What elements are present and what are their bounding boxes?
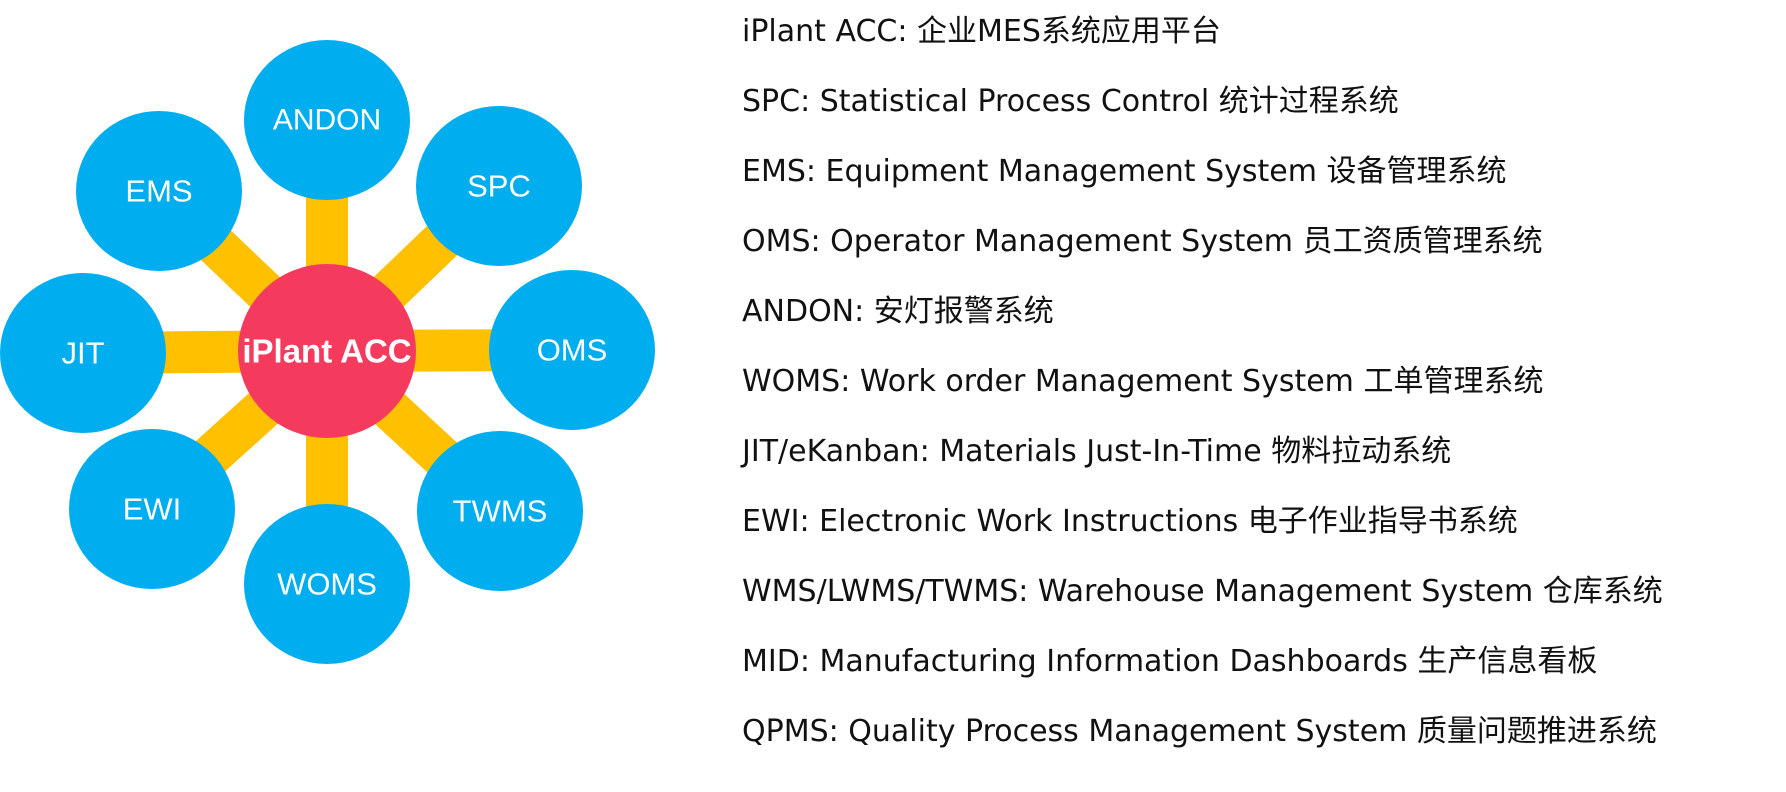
node-ems-label: EMS [125,174,192,209]
node-ems-circle [76,111,242,271]
node-spc-circle [416,106,582,266]
legend-item-oms: OMS: Operator Management System 员工资质管理系统 [742,224,1543,259]
center-node-circle [238,264,416,438]
node-woms: WOMS [244,504,410,664]
node-andon-circle [244,40,410,200]
hub-diagram: ANDON SPC OMS TWMS WOMS EWI JIT EMS iPlant ACC [0,40,655,664]
legend-item-qpms: QPMS: Quality Process Management System … [742,714,1657,749]
node-twms: TWMS [417,431,583,591]
center-node-label: iPlant ACC [242,333,411,370]
legend-item-ewi: EWI: Electronic Work Instructions 电子作业指导… [742,504,1518,539]
legend-item-andon: ANDON: 安灯报警系统 [742,294,1054,329]
node-twms-circle [417,431,583,591]
node-oms: OMS [489,270,655,430]
node-twms-label: TWMS [453,494,548,529]
legend-item-wms: WMS/LWMS/TWMS: Warehouse Management Syst… [742,574,1663,609]
node-jit: JIT [0,273,166,433]
satellite-node-group: ANDON SPC OMS TWMS WOMS EWI JIT EMS [0,40,655,664]
center-node: iPlant ACC [238,264,416,438]
node-ems: EMS [76,111,242,271]
legend-item-iplant-acc: iPlant ACC: 企业MES系统应用平台 [742,14,1221,49]
node-spc-label: SPC [467,169,531,204]
legend-item-spc: SPC: Statistical Process Control 统计过程系统 [742,84,1399,119]
node-oms-circle [489,270,655,430]
node-ewi-label: EWI [123,492,182,527]
node-woms-label: WOMS [277,567,377,602]
node-jit-label: JIT [61,336,104,371]
node-jit-circle [0,273,166,433]
node-andon-label: ANDON [273,104,381,137]
legend-item-ems: EMS: Equipment Management System 设备管理系统 [742,154,1507,189]
legend-item-woms: WOMS: Work order Management System 工单管理系… [742,364,1544,399]
node-ewi: EWI [69,429,235,589]
node-oms-label: OMS [537,333,608,368]
node-spc: SPC [416,106,582,266]
legend-item-jit: JIT/eKanban: Materials Just-In-Time 物料拉动… [742,434,1452,469]
legend-item-mid: MID: Manufacturing Information Dashboard… [742,644,1598,679]
node-woms-circle [244,504,410,664]
node-andon: ANDON [244,40,410,200]
node-ewi-circle [69,429,235,589]
